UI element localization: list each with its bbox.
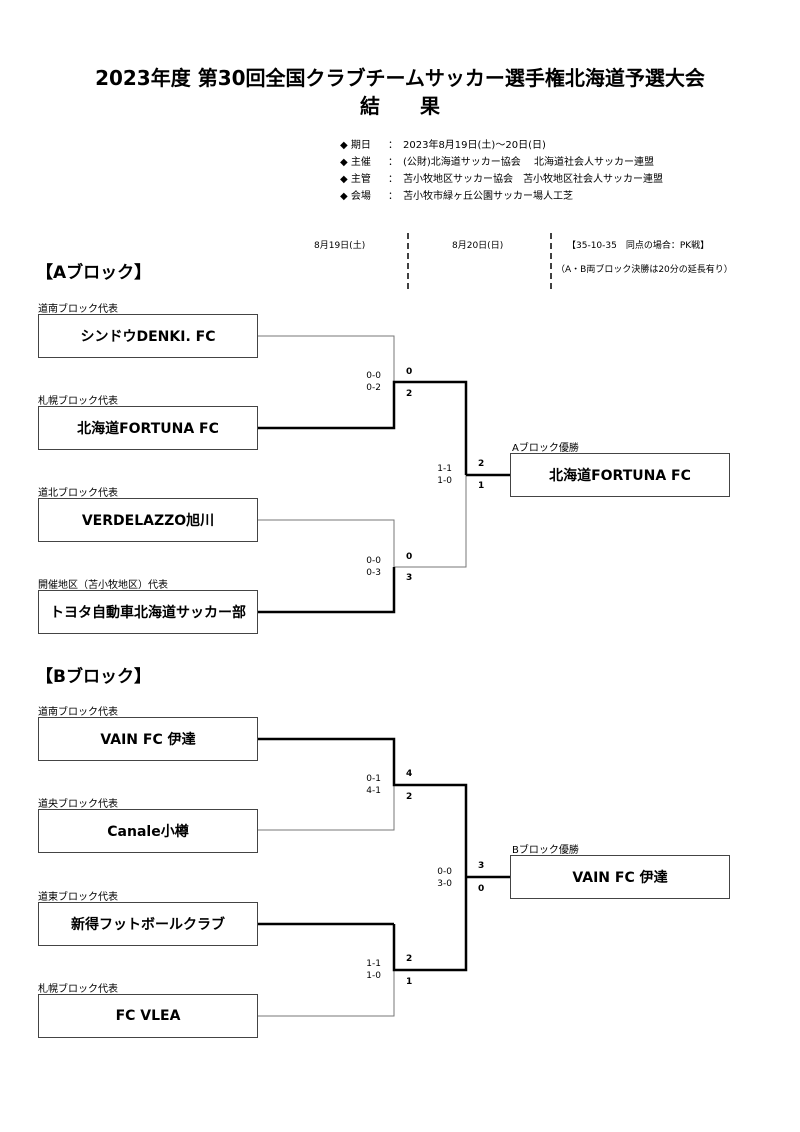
block-a-title: 【Aブロック】 xyxy=(36,263,152,283)
schedule-day1: 8月19日(土) xyxy=(314,241,366,251)
b-m2-score-top: 2 xyxy=(406,954,413,964)
page-subtitle: 結 果 xyxy=(360,94,440,118)
b-champion-label: Bブロック優勝 xyxy=(512,845,579,856)
b-team3-box: 新得フットボールクラブ xyxy=(38,902,258,946)
info-date: ◆ 期日： 2023年8月19日(土)～20日(日) xyxy=(340,140,546,151)
b-m2-score-bottom: 1 xyxy=(406,977,413,987)
a-team1-label: 道南ブロック代表 xyxy=(38,304,118,315)
b-team2-label: 道央ブロック代表 xyxy=(38,799,118,810)
a-team2-box: 北海道FORTUNA FC xyxy=(38,406,258,450)
a-final-score-top: 2 xyxy=(478,459,485,469)
block-b-title: 【Bブロック】 xyxy=(36,667,151,687)
b-team4-label: 札幌ブロック代表 xyxy=(38,984,118,995)
a-m2-score-top: 0 xyxy=(406,552,413,562)
b-team2-box: Canale小樽 xyxy=(38,809,258,853)
b-final-score-top: 3 xyxy=(478,861,485,871)
b-m1-score-top: 4 xyxy=(406,769,413,779)
b-m2-loser-line xyxy=(258,970,395,1017)
a-team2-label: 札幌ブロック代表 xyxy=(38,396,118,407)
a-final-loser-line xyxy=(394,475,467,568)
info-manager: ◆ 主管： 苫小牧地区サッカー協会 苫小牧地区社会人サッカー連盟 xyxy=(340,174,663,185)
a-team1-box: シンドウDENKI. FC xyxy=(38,314,258,358)
a-m1-score-top: 0 xyxy=(406,367,413,377)
b-final-score-bottom: 0 xyxy=(478,884,485,894)
schedule-rule1: 【35-10-35 同点の場合：PK戦】 xyxy=(567,241,710,251)
a-champion-label: Aブロック優勝 xyxy=(512,443,579,454)
page-title: 2023年度 第30回全国クラブチームサッカー選手権北海道予選大会 xyxy=(95,66,705,90)
schedule-rule2: （A・B両ブロック決勝は20分の延長有り） xyxy=(556,265,733,275)
b-champion-box: VAIN FC 伊達 xyxy=(510,855,730,899)
a-team3-box: VERDELAZZO旭川 xyxy=(38,498,258,542)
a-m2-loser-line xyxy=(258,519,395,567)
a-m2-winner-line xyxy=(258,567,396,614)
a-champion-box: 北海道FORTUNA FC xyxy=(510,453,730,497)
b-team4-box: FC VLEA xyxy=(38,994,258,1038)
a-team3-label: 道北ブロック代表 xyxy=(38,488,118,499)
info-venue: ◆ 会場： 苫小牧市緑ヶ丘公園サッカー場人工芝 xyxy=(340,191,573,202)
a-m2-score-bottom: 3 xyxy=(406,573,413,583)
info-organizer: ◆ 主催： (公財)北海道サッカー協会 北海道社会人サッカー連盟 xyxy=(340,157,654,168)
b-team3-label: 道東ブロック代表 xyxy=(38,892,118,903)
a-m1-loser-line xyxy=(258,335,395,382)
a-team4-label: 開催地区（苫小牧地区）代表 xyxy=(38,580,168,591)
b-m1-winner-line xyxy=(258,737,468,877)
b-team1-label: 道南ブロック代表 xyxy=(38,707,118,718)
b-m1-score-bottom: 2 xyxy=(406,792,413,802)
a-team4-box: トヨタ自動車北海道サッカー部 xyxy=(38,590,258,634)
schedule-day2: 8月20日(日) xyxy=(452,241,504,251)
a-m1-winner-line xyxy=(258,380,468,475)
a-m1-score-bottom: 2 xyxy=(406,389,413,399)
b-m1-loser-line xyxy=(258,785,395,831)
b-team1-box: VAIN FC 伊達 xyxy=(38,717,258,761)
a-final-score-bottom: 1 xyxy=(478,481,485,491)
b-m2-winner-line xyxy=(392,877,468,972)
